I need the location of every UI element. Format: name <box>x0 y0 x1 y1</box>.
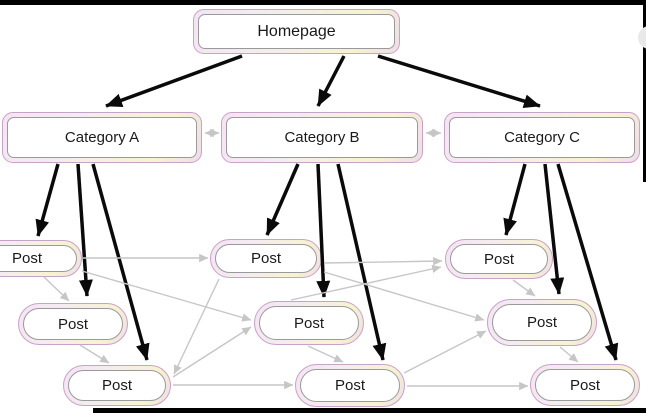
edge-category_a-to-post_a1 <box>35 163 60 237</box>
node-homepage-label: Homepage <box>198 14 395 49</box>
edge-post_a1-to-post_a2 <box>43 276 70 302</box>
node-category-b-label: Category B <box>226 117 418 158</box>
node-post-c1-label: Post <box>450 244 548 274</box>
edge-post_c2-to-post_c3 <box>559 346 579 363</box>
node-post-b3-label: Post <box>300 369 400 402</box>
edge-homepage-to-category_a <box>105 54 243 108</box>
node-post-c2-label: Post <box>492 304 592 341</box>
edge-post_b1-to-post_a3 <box>173 278 220 375</box>
edge-category_c-to-post_c1 <box>503 163 527 236</box>
edge-post_b2-to-post_b3 <box>307 345 344 363</box>
node-post-a1-label: Post <box>0 245 77 272</box>
edge-post_a2-to-post_a3 <box>79 344 110 364</box>
node-category-a: Category A <box>2 112 202 163</box>
node-category-a-label: Category A <box>7 117 197 158</box>
edge-post_a3-to-post_b2 <box>172 326 252 378</box>
edge-category_b-to-post_b2 <box>316 163 331 298</box>
node-homepage: Homepage <box>193 9 400 54</box>
edge-post_b3-to-post_c2 <box>403 330 487 374</box>
edge-post_b1-to-post_c1 <box>323 256 443 266</box>
bottom-black-bar <box>93 408 646 413</box>
edge-post_c1-to-post_c2 <box>512 279 536 297</box>
node-post-b2: Post <box>254 301 364 345</box>
node-post-c2: Post <box>487 299 597 346</box>
node-post-a2: Post <box>18 303 128 345</box>
node-post-c3: Post <box>530 364 640 406</box>
top-black-bar <box>0 0 646 5</box>
cropped-circle-decoration <box>638 26 646 49</box>
node-post-c3-label: Post <box>535 369 635 401</box>
node-category-c-label: Category C <box>449 117 635 158</box>
node-post-c1: Post <box>445 239 553 279</box>
node-post-a3-label: Post <box>68 370 166 401</box>
node-category-b: Category B <box>221 112 423 163</box>
edge-homepage-to-category_c <box>377 54 541 108</box>
node-post-b2-label: Post <box>259 306 359 340</box>
edge-category_b-to-post_b1 <box>265 163 300 236</box>
node-post-b3: Post <box>295 364 405 407</box>
node-category-c: Category C <box>444 112 640 163</box>
edge-category_c-to-post_c2 <box>543 163 565 295</box>
right-black-bar <box>643 0 646 182</box>
node-post-b1: Post <box>210 239 322 278</box>
node-post-a3: Post <box>63 365 171 406</box>
edge-homepage-to-category_b <box>316 55 346 107</box>
edge-category_a-to-post_a2 <box>76 163 93 297</box>
node-post-b1-label: Post <box>215 244 317 273</box>
node-post-a2-label: Post <box>23 308 123 340</box>
node-post-a1: Post <box>0 240 82 277</box>
